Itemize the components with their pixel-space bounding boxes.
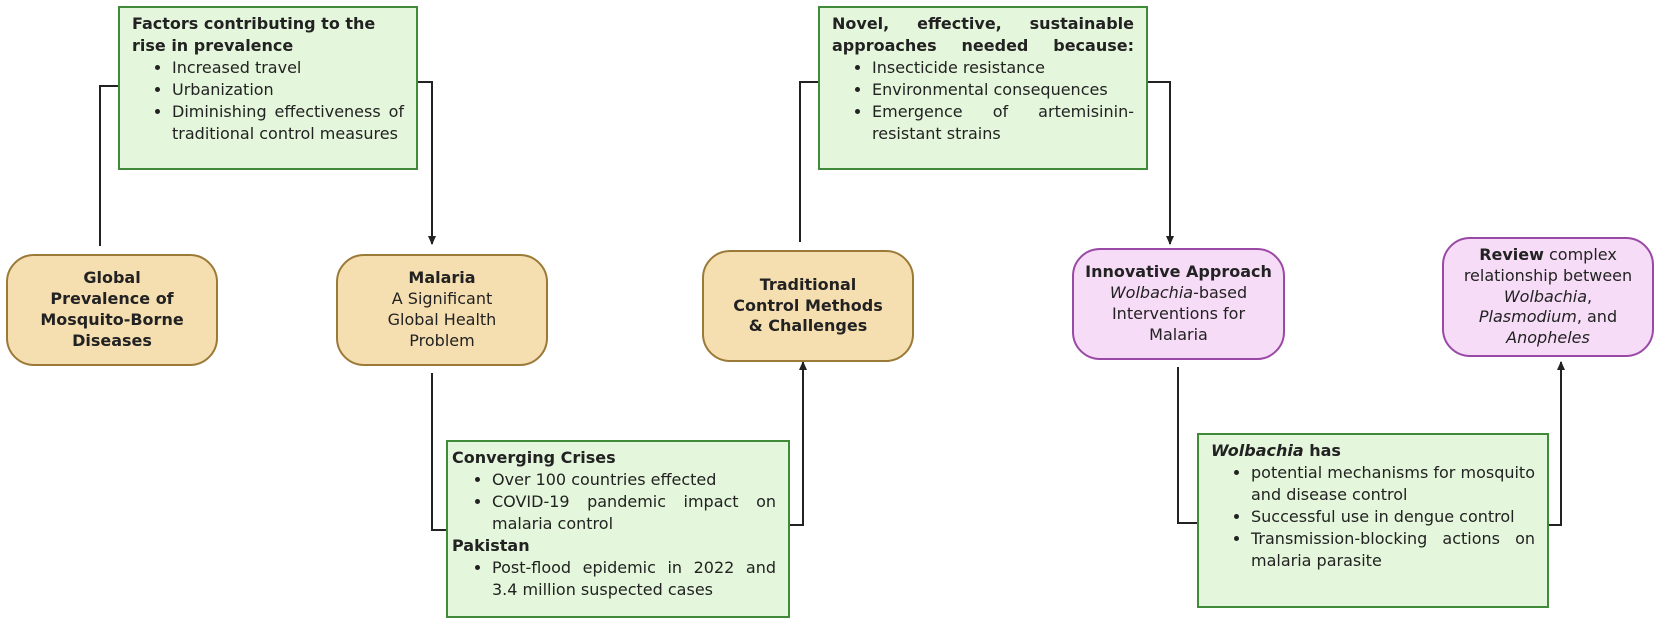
list-item: Increased travel (172, 57, 404, 79)
crises-heading: Converging Crises (452, 448, 616, 467)
factors-heading: Factors contributing to the rise in prev… (132, 14, 376, 55)
global-line3: Mosquito-Borne (40, 310, 184, 329)
global-line4: Diseases (72, 330, 152, 350)
review-line1: Review complex (1479, 245, 1617, 266)
list-item: potential mechanisms for mosquito and di… (1251, 462, 1535, 506)
innovative-line1-rest: -based (1193, 283, 1248, 303)
malaria-sub2: Global Health (387, 310, 497, 329)
list-item: Environmental consequences (872, 79, 1134, 101)
connector-factors-to-malaria (418, 81, 436, 245)
list-item: Successful use in dengue control (1251, 506, 1535, 528)
connector-malaria-to-crises (431, 373, 446, 531)
innovative-line3: Malaria (1149, 324, 1208, 344)
review-line4-italic: Plasmodium (1478, 307, 1577, 327)
wolbachia-heading-italic: Wolbachia (1211, 441, 1304, 460)
review-line2: relationship between (1463, 265, 1633, 285)
review-line4: Plasmodium, and (1479, 307, 1617, 328)
box-converging-crises: Converging Crises Over 100 countries eff… (446, 440, 790, 618)
novel-heading: Novel, effective, sustainable approaches… (832, 14, 1134, 55)
list-item: Transmission-blocking actions on malaria… (1251, 528, 1535, 572)
review-line4-rest: , and (1576, 307, 1618, 327)
list-item: Diminishing effectiveness of traditional… (172, 101, 404, 145)
review-line5: Anopheles (1506, 328, 1590, 349)
crises-list: Over 100 countries effected COVID-19 pan… (452, 469, 776, 535)
pakistan-heading: Pakistan (452, 536, 530, 555)
connector-novel-to-innovative (1148, 81, 1174, 245)
box-wolbachia-has: Wolbachia has potential mechanisms for m… (1197, 433, 1549, 608)
connector-crises-to-traditional (790, 361, 807, 526)
traditional-line2: Control Methods (733, 295, 883, 315)
list-item: COVID-19 pandemic impact on malaria cont… (492, 491, 776, 535)
pakistan-list: Post-flood epidemic in 2022 and 3.4 mill… (452, 557, 776, 601)
connector-wolbachia-to-review (1549, 361, 1565, 526)
innovative-title: Innovative Approach (1085, 262, 1272, 282)
traditional-line1: Traditional (759, 274, 857, 294)
malaria-title: Malaria (408, 268, 476, 288)
malaria-sub1: A Significant (391, 289, 493, 309)
node-review: Review complex relationship between Wolb… (1442, 237, 1654, 357)
wolbachia-heading-rest: has (1303, 441, 1341, 460)
wolbachia-list: potential mechanisms for mosquito and di… (1211, 462, 1535, 572)
connector-innovative-to-wolbachia (1177, 367, 1197, 524)
review-line1-rest: complex (1543, 245, 1617, 264)
node-innovative-approach: Innovative Approach Wolbachia-based Inte… (1072, 248, 1285, 360)
review-bold: Review (1479, 245, 1544, 264)
review-line3-rest: , (1587, 286, 1593, 306)
connector-global-to-factors (99, 85, 118, 246)
list-item: Over 100 countries effected (492, 469, 776, 491)
list-item: Post-flood epidemic in 2022 and 3.4 mill… (492, 557, 776, 601)
innovative-line1-italic: Wolbachia (1109, 283, 1194, 303)
list-item: Urbanization (172, 79, 404, 101)
box-factors: Factors contributing to the rise in prev… (118, 6, 418, 170)
node-malaria: Malaria A Significant Global Health Prob… (336, 254, 548, 366)
innovative-line2: Interventions for (1111, 304, 1246, 323)
global-line1: Global (83, 268, 141, 288)
node-global-prevalence: Global Prevalence of Mosquito-Borne Dise… (6, 254, 218, 366)
malaria-sub3: Problem (409, 330, 475, 350)
wolbachia-heading: Wolbachia has (1211, 440, 1535, 462)
node-traditional-control: Traditional Control Methods & Challenges (702, 250, 914, 362)
traditional-line3: & Challenges (748, 316, 868, 336)
innovative-line1: Wolbachia-based (1110, 283, 1247, 304)
factors-list: Increased travel Urbanization Diminishin… (132, 57, 404, 145)
review-line3-italic: Wolbachia (1503, 286, 1588, 306)
connector-traditional-to-novel (799, 81, 818, 242)
review-line3: Wolbachia, (1504, 287, 1592, 308)
novel-list: Insecticide resistance Environmental con… (832, 57, 1134, 145)
list-item: Emergence of artemisinin-resistant strai… (872, 101, 1134, 145)
review-line5-italic: Anopheles (1506, 328, 1590, 348)
global-line2: Prevalence of (50, 289, 174, 309)
box-novel-approaches: Novel, effective, sustainable approaches… (818, 6, 1148, 170)
list-item: Insecticide resistance (872, 57, 1134, 79)
